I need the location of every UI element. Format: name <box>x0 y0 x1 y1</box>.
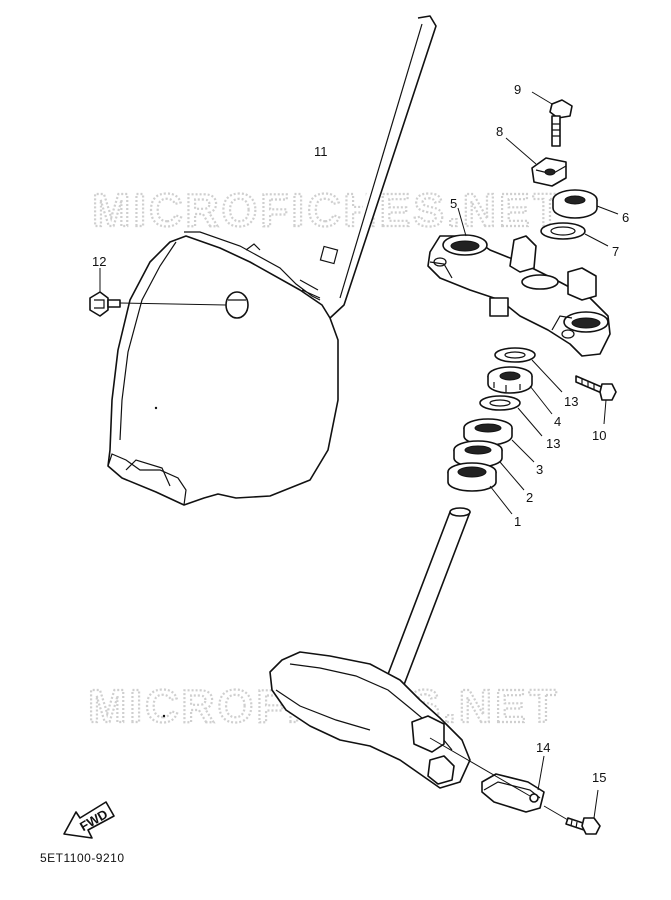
callout-15: 15 <box>592 770 606 785</box>
callout-3: 3 <box>536 462 543 477</box>
callout-13-lower: 13 <box>546 436 560 451</box>
number-plate <box>107 15 437 506</box>
diagram-code: 5ET1100-9210 <box>40 851 125 865</box>
callout-14: 14 <box>536 740 550 755</box>
upper-bracket-5 <box>427 207 611 357</box>
bearing-6 <box>552 189 619 219</box>
callout-1: 1 <box>514 514 521 529</box>
callout-11: 11 <box>314 144 328 159</box>
callout-7: 7 <box>612 244 619 259</box>
dust-seal-1 <box>447 462 513 515</box>
callout-9: 9 <box>514 82 521 97</box>
callout-8: 8 <box>496 124 503 139</box>
watermark-top: MICROFICHES.NET <box>92 184 564 236</box>
fwd-arrow-icon: FWD <box>63 801 115 839</box>
bolt-12 <box>89 268 227 317</box>
callout-2: 2 <box>526 490 533 505</box>
ring-nut-4 <box>487 366 553 415</box>
callout-6: 6 <box>622 210 629 225</box>
callout-4: 4 <box>554 414 561 429</box>
callout-10: 10 <box>592 428 606 443</box>
washer-7 <box>540 222 609 247</box>
washer-13-upper <box>494 347 563 393</box>
bolt-9 <box>531 91 573 147</box>
callout-12: 12 <box>92 254 106 269</box>
bolt-15 <box>543 789 601 835</box>
callout-13-upper: 13 <box>564 394 578 409</box>
bearing-2 <box>453 440 525 491</box>
clamp-8 <box>505 137 567 187</box>
washer-13-lower <box>479 395 543 437</box>
steering-stem <box>162 507 471 789</box>
bolt-10 <box>575 375 617 425</box>
callout-5: 5 <box>450 196 457 211</box>
clamp-14 <box>429 737 545 813</box>
